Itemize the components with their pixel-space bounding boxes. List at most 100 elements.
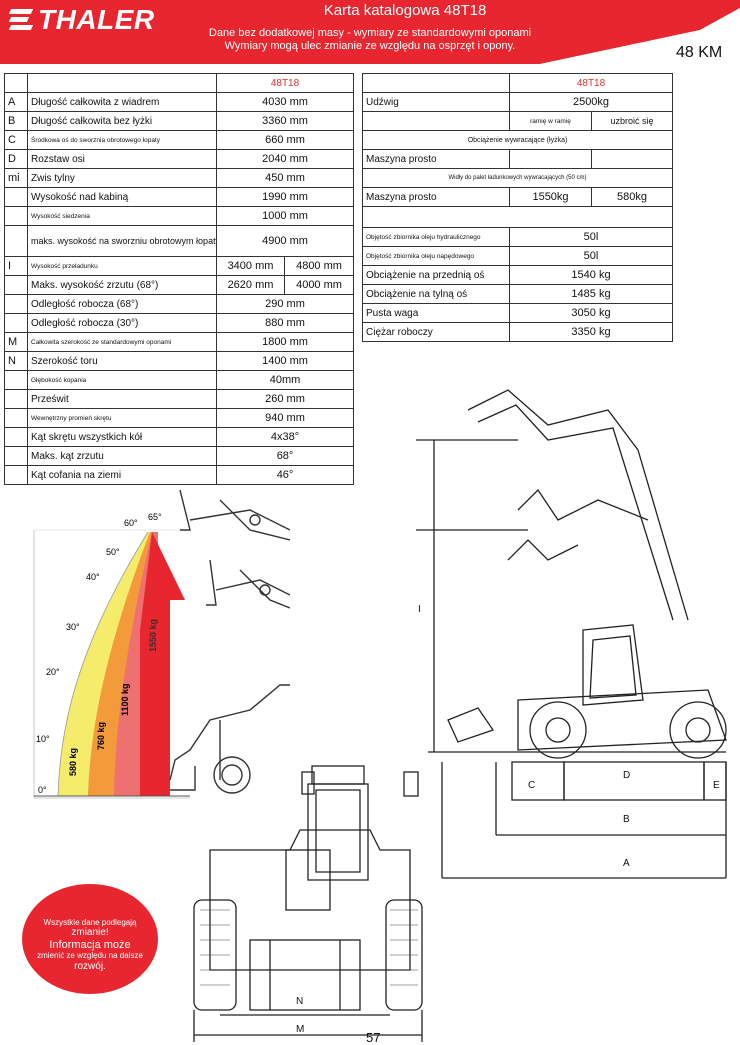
row-label: Wysokość siedzenia bbox=[27, 206, 217, 226]
row-letter: A bbox=[4, 92, 28, 112]
row-value-2: 4000 mm bbox=[283, 275, 355, 295]
table-row: Maszyna prosto 1550kg 580kg bbox=[362, 187, 674, 207]
table-row: Odległość robocza (68°)290 mm bbox=[4, 294, 355, 314]
forks-value-b: 580kg bbox=[590, 187, 674, 207]
row-label: Rozstaw osi bbox=[27, 149, 217, 169]
note-line: zmianie! bbox=[71, 927, 109, 939]
row-letter: N bbox=[4, 351, 28, 371]
dim-label-d: D bbox=[623, 770, 630, 781]
row-value: 1540 kg bbox=[508, 265, 674, 285]
dim-label-c: C bbox=[528, 780, 535, 791]
table-row: maks. wysokość na sworzniu obrotowym łop… bbox=[4, 225, 355, 257]
row-value: 2040 mm bbox=[215, 149, 355, 169]
brand-name: THALER bbox=[38, 4, 155, 35]
table-header-row: 48T18 bbox=[4, 73, 355, 93]
header-subtitle-1: Dane bez dodatkowej masy - wymiary ze st… bbox=[208, 27, 532, 39]
row-value: 260 mm bbox=[215, 389, 355, 409]
row-value: 450 mm bbox=[215, 168, 355, 188]
row-value: 50l bbox=[508, 246, 674, 266]
row-label: Wewnętrzny promień skrętu bbox=[27, 408, 217, 428]
row-label: Odległość robocza (30°) bbox=[27, 313, 217, 333]
angle-label: 65° bbox=[148, 512, 162, 522]
zone-label: 1550 kg bbox=[148, 619, 158, 652]
row-value: 3400 mm bbox=[216, 256, 285, 276]
row-value: 1485 kg bbox=[508, 284, 674, 304]
row-value: 4030 mm bbox=[215, 92, 355, 112]
row-value: 1800 mm bbox=[215, 332, 355, 352]
row-letter: M bbox=[4, 332, 28, 352]
row-label: Środkowa oś do sworznia obrotowego łopat… bbox=[27, 130, 217, 150]
row-value: 1990 mm bbox=[215, 187, 355, 207]
row-letter: C bbox=[4, 130, 28, 150]
row-label: Głębokość kopania bbox=[27, 370, 217, 390]
row-value-2: 4800 mm bbox=[283, 256, 355, 276]
row-value: 40mm bbox=[215, 370, 355, 390]
row-value: 1400 mm bbox=[215, 351, 355, 371]
dim-label-a: A bbox=[623, 858, 630, 869]
zone-label: 1100 kg bbox=[120, 683, 130, 716]
row-value: 68° bbox=[215, 446, 355, 466]
telehandler-front-drawing: N M bbox=[193, 765, 423, 1042]
loader-side-sketch bbox=[169, 684, 290, 794]
row-letter bbox=[4, 206, 28, 226]
page-number: 57 bbox=[366, 1030, 381, 1045]
row-value: 1000 mm bbox=[215, 206, 355, 226]
angle-label: 30° bbox=[66, 622, 80, 632]
row-value: 4x38° bbox=[215, 427, 355, 447]
machine-straight-label: Maszyna prosto bbox=[362, 187, 510, 207]
load-table: 48T18 Udźwig 2500kg ramię w ramię uzbroi… bbox=[361, 73, 674, 342]
row-value: 4900 mm bbox=[215, 225, 355, 257]
dim-label-i: I bbox=[418, 604, 421, 615]
row-letter: D bbox=[4, 149, 28, 169]
row-letter bbox=[4, 225, 28, 257]
dim-label-e: E bbox=[713, 780, 720, 791]
row-label: Obciążenie na przednią oś bbox=[362, 265, 510, 285]
row-label: Prześwit bbox=[27, 389, 217, 409]
row-letter bbox=[4, 389, 28, 409]
tipping-load-bucket: Obciążenie wywracające (łyżka) bbox=[361, 130, 674, 150]
sub-column-a: ramię w ramię bbox=[509, 111, 592, 131]
row-label: Pusta waga bbox=[362, 303, 510, 323]
forks-value-a: 1550kg bbox=[509, 187, 592, 207]
zone-1550 bbox=[140, 532, 185, 796]
table-row: Udźwig 2500kg bbox=[362, 92, 674, 112]
table-row: Odległość robocza (30°)880 mm bbox=[4, 313, 355, 333]
row-label: Zwis tylny bbox=[27, 168, 217, 188]
row-letter bbox=[4, 408, 28, 428]
row-label: Długość całkowita bez łyżki bbox=[27, 111, 217, 131]
table-row: ramię w ramię uzbroić się bbox=[362, 111, 674, 131]
row-letter: I bbox=[4, 256, 28, 276]
table-row: Maszyna prosto bbox=[362, 149, 674, 169]
angle-label: 0° bbox=[38, 785, 47, 795]
row-value: 2620 mm bbox=[216, 275, 285, 295]
row-letter bbox=[4, 313, 28, 333]
row-value: 3350 kg bbox=[508, 322, 674, 342]
header-subtitle-2: Wymiary mogą ulec zmianie ze względu na … bbox=[224, 40, 516, 52]
row-letter bbox=[4, 370, 28, 390]
lift-capacity-value: 2500kg bbox=[508, 92, 674, 112]
table-row: Widły do palet ładunkowych wywracających… bbox=[361, 168, 674, 188]
row-value: 660 mm bbox=[215, 130, 355, 150]
row-letter bbox=[4, 294, 28, 314]
row-label: Całkowita szerokość ze standardowymi opo… bbox=[27, 332, 217, 352]
row-value: 50l bbox=[508, 227, 674, 247]
angle-label: 20° bbox=[46, 667, 60, 677]
dim-label-m: M bbox=[296, 1024, 304, 1035]
row-value: 880 mm bbox=[215, 313, 355, 333]
